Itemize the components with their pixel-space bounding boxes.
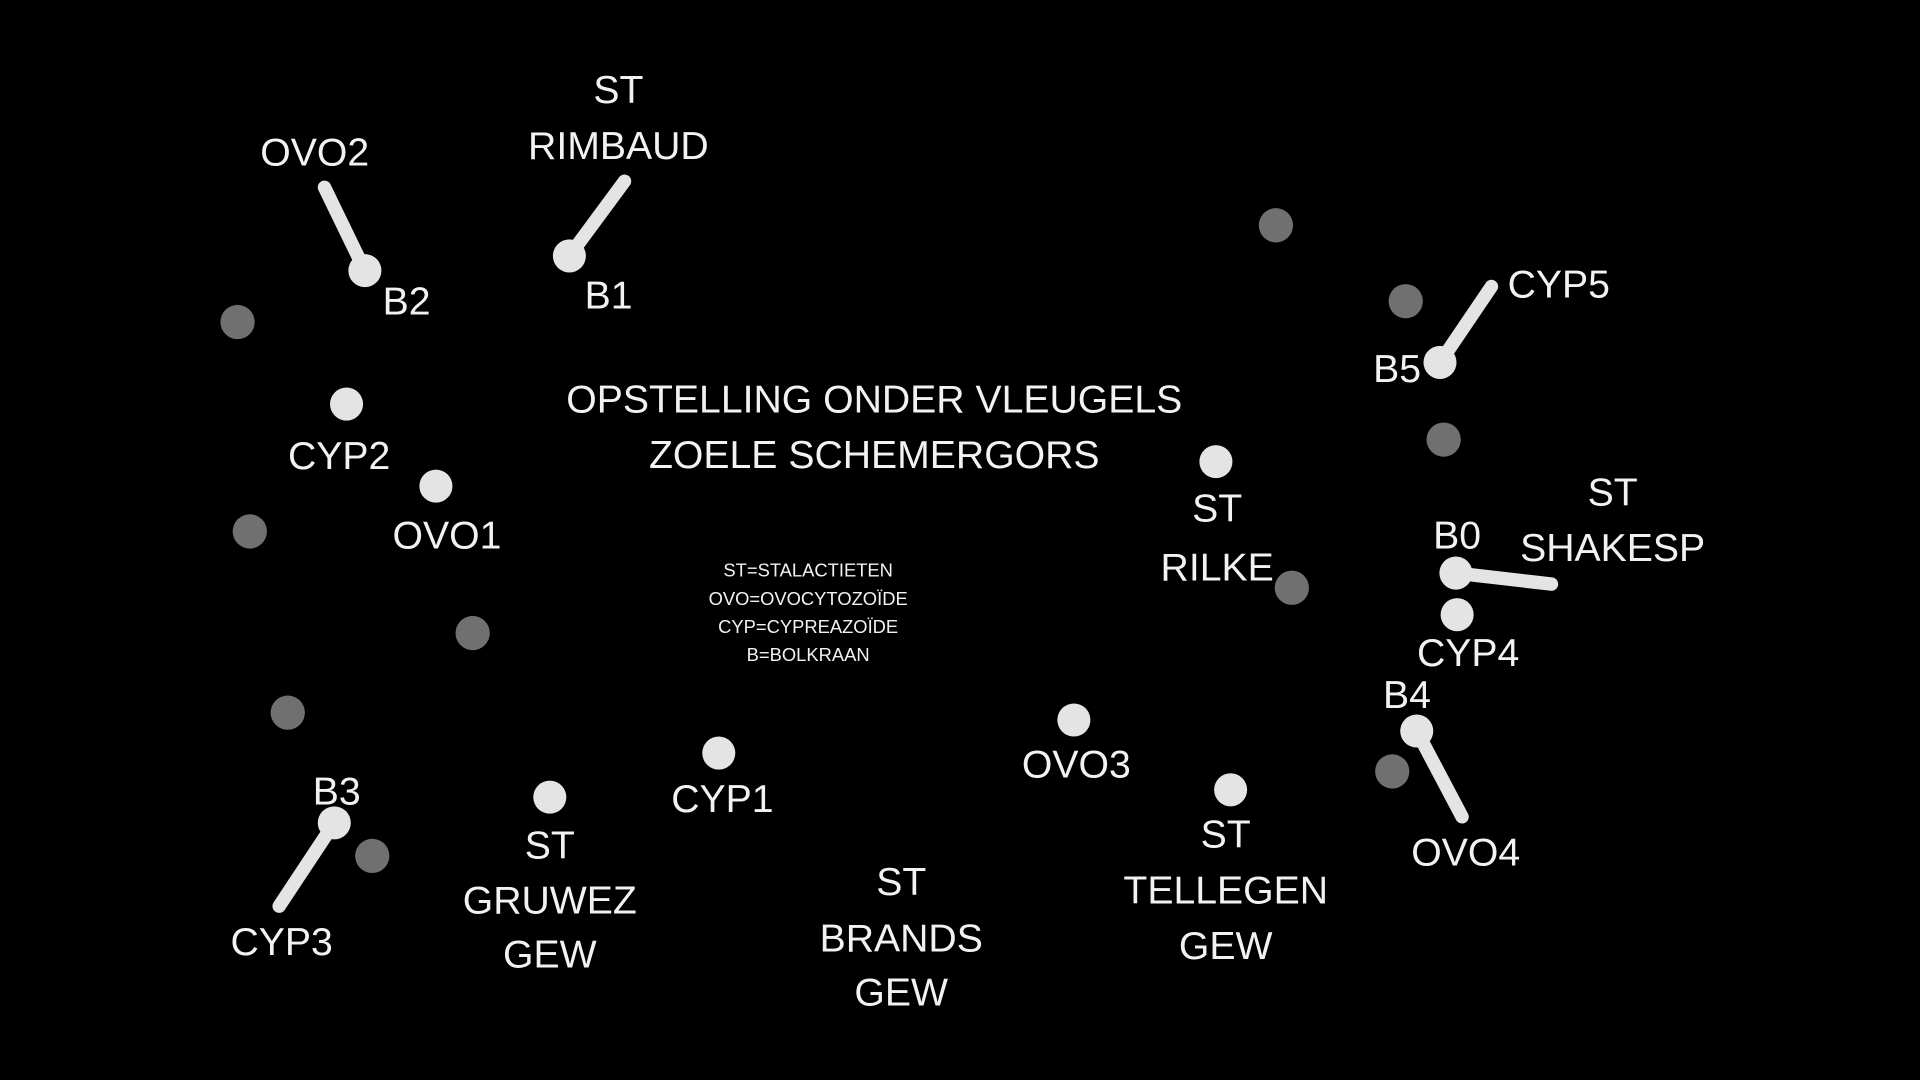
label-cyp3: CYP3 bbox=[230, 921, 332, 964]
bolkraan-b1-marker bbox=[552, 239, 586, 273]
label-line: GRUWEZ bbox=[463, 879, 637, 922]
st-gruwez-marker bbox=[533, 780, 567, 814]
label-line: BRANDS bbox=[820, 917, 983, 960]
label-ovo1: OVO1 bbox=[393, 515, 502, 558]
label-st-brands: ST BRANDS GEW bbox=[820, 861, 983, 1014]
legend: ST=STALACTIETEN OVO=OVOCYTOZOÏDE CYP=CYP… bbox=[709, 560, 908, 665]
label-ovo4: OVO4 bbox=[1411, 832, 1520, 875]
label-cyp1: CYP1 bbox=[671, 778, 773, 821]
label-b0: B0 bbox=[1433, 515, 1481, 558]
bolkraan-b5-marker bbox=[1423, 345, 1457, 379]
unlabeled-marker bbox=[1388, 284, 1423, 319]
label-line: TELLEGEN bbox=[1123, 870, 1328, 913]
cyp1-marker bbox=[702, 736, 736, 770]
label-b4: B4 bbox=[1383, 674, 1431, 717]
label-cyp2: CYP2 bbox=[288, 435, 390, 478]
label-st-rimbaud: ST RIMBAUD bbox=[528, 69, 709, 168]
legend-item: ST=STALACTIETEN bbox=[723, 560, 893, 581]
unlabeled-marker bbox=[270, 695, 305, 730]
unlabeled-markers bbox=[220, 208, 1461, 874]
st-tellegen-marker bbox=[1214, 773, 1248, 807]
bolkraan-b3-marker bbox=[317, 806, 351, 840]
label-cyp4: CYP4 bbox=[1417, 632, 1519, 675]
ovo1-marker bbox=[419, 469, 453, 503]
label-line: ST bbox=[525, 824, 575, 867]
unlabeled-marker bbox=[1426, 422, 1461, 457]
label-line: RILKE bbox=[1161, 546, 1274, 589]
diagram-title: OPSTELLING ONDER VLEUGELS ZOELE SCHEMERG… bbox=[566, 379, 1182, 477]
label-st-gruwez: ST GRUWEZ GEW bbox=[463, 824, 637, 976]
st-rilke-marker bbox=[1199, 445, 1233, 479]
position-markers bbox=[317, 239, 1474, 840]
title-line-2: ZOELE SCHEMERGORS bbox=[649, 434, 1100, 477]
label-b5: B5 bbox=[1373, 348, 1421, 391]
unlabeled-marker bbox=[1274, 570, 1309, 605]
cyp2-marker bbox=[330, 387, 364, 421]
label-b3: B3 bbox=[313, 770, 361, 813]
label-line: ST bbox=[1192, 488, 1242, 531]
legend-item: B=BOLKRAAN bbox=[747, 644, 870, 665]
label-line: ST bbox=[876, 861, 926, 904]
label-line: ST bbox=[1588, 472, 1638, 515]
ovo3-marker bbox=[1057, 703, 1091, 737]
bolkraan-b4-marker bbox=[1400, 714, 1434, 748]
label-st-rilke: ST RILKE bbox=[1161, 488, 1274, 590]
bolkraan-b2-marker bbox=[348, 254, 382, 288]
legend-item: CYP=CYPREAZOÏDE bbox=[718, 616, 898, 637]
label-line: GEW bbox=[854, 971, 948, 1014]
unlabeled-marker bbox=[220, 304, 255, 340]
label-line: SHAKESP bbox=[1520, 527, 1705, 570]
cyp4-marker bbox=[1440, 598, 1474, 632]
unlabeled-marker bbox=[1258, 208, 1294, 243]
label-line: ST bbox=[593, 69, 643, 112]
bolkraan-b0-marker bbox=[1439, 556, 1473, 590]
unlabeled-marker bbox=[355, 838, 390, 874]
label-line: RIMBAUD bbox=[528, 125, 709, 168]
label-cyp5: CYP5 bbox=[1508, 264, 1610, 307]
label-ovo2: OVO2 bbox=[260, 131, 369, 174]
label-line: GEW bbox=[503, 933, 597, 976]
label-ovo3: OVO3 bbox=[1022, 744, 1131, 787]
title-line-1: OPSTELLING ONDER VLEUGELS bbox=[566, 379, 1182, 422]
legend-item: OVO=OVOCYTOZOÏDE bbox=[709, 588, 908, 609]
unlabeled-marker bbox=[1375, 754, 1410, 789]
unlabeled-marker bbox=[232, 514, 267, 549]
label-b1: B1 bbox=[585, 275, 633, 318]
bolkraan-b3-arm bbox=[272, 816, 342, 913]
label-b2: B2 bbox=[383, 281, 431, 324]
label-st-shakesp: ST SHAKESP bbox=[1520, 472, 1705, 570]
label-line: GEW bbox=[1179, 925, 1273, 968]
label-line: ST bbox=[1201, 813, 1251, 856]
label-st-tellegen: ST TELLEGEN GEW bbox=[1123, 813, 1328, 967]
unlabeled-marker bbox=[455, 615, 490, 651]
